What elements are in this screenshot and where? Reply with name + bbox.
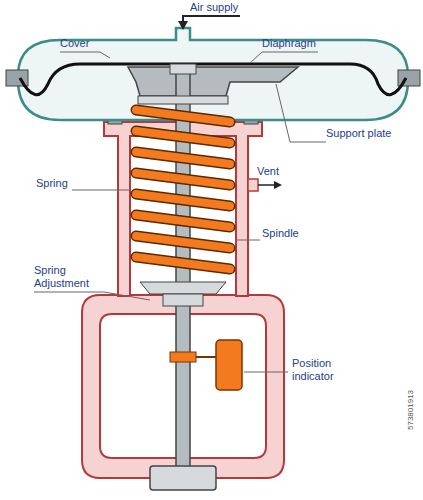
part-label: Cover	[60, 37, 89, 50]
vent-arrowhead	[274, 181, 282, 189]
part-label: Support plate	[326, 127, 391, 140]
air-arrowhead	[178, 21, 188, 30]
spring-seat	[138, 96, 228, 104]
position-indicator	[216, 340, 242, 390]
part-label: Diaphragm	[262, 37, 316, 50]
adjuster-nut	[163, 294, 203, 306]
part-label: Vent	[257, 165, 279, 178]
spring	[136, 110, 230, 269]
part-label: Spring Adjustment	[34, 264, 106, 290]
spindle-nut	[170, 64, 196, 74]
vent-port	[248, 179, 258, 191]
spring-adjuster	[140, 282, 226, 294]
part-label: Position indicator	[292, 357, 356, 383]
watermark: 573801913	[406, 390, 415, 430]
coupling	[150, 466, 216, 490]
leader-lines	[34, 52, 326, 372]
support-plate	[128, 67, 298, 96]
cover	[18, 28, 408, 120]
part-label: Spindle	[262, 227, 299, 240]
indicator-clamp	[170, 352, 196, 362]
vent-arrow	[258, 184, 276, 186]
part-label: Air supply	[190, 1, 238, 14]
spindle	[176, 70, 190, 470]
indicator-pointer	[196, 356, 216, 358]
air-arrow	[183, 16, 240, 22]
part-label: Spring	[36, 177, 68, 190]
